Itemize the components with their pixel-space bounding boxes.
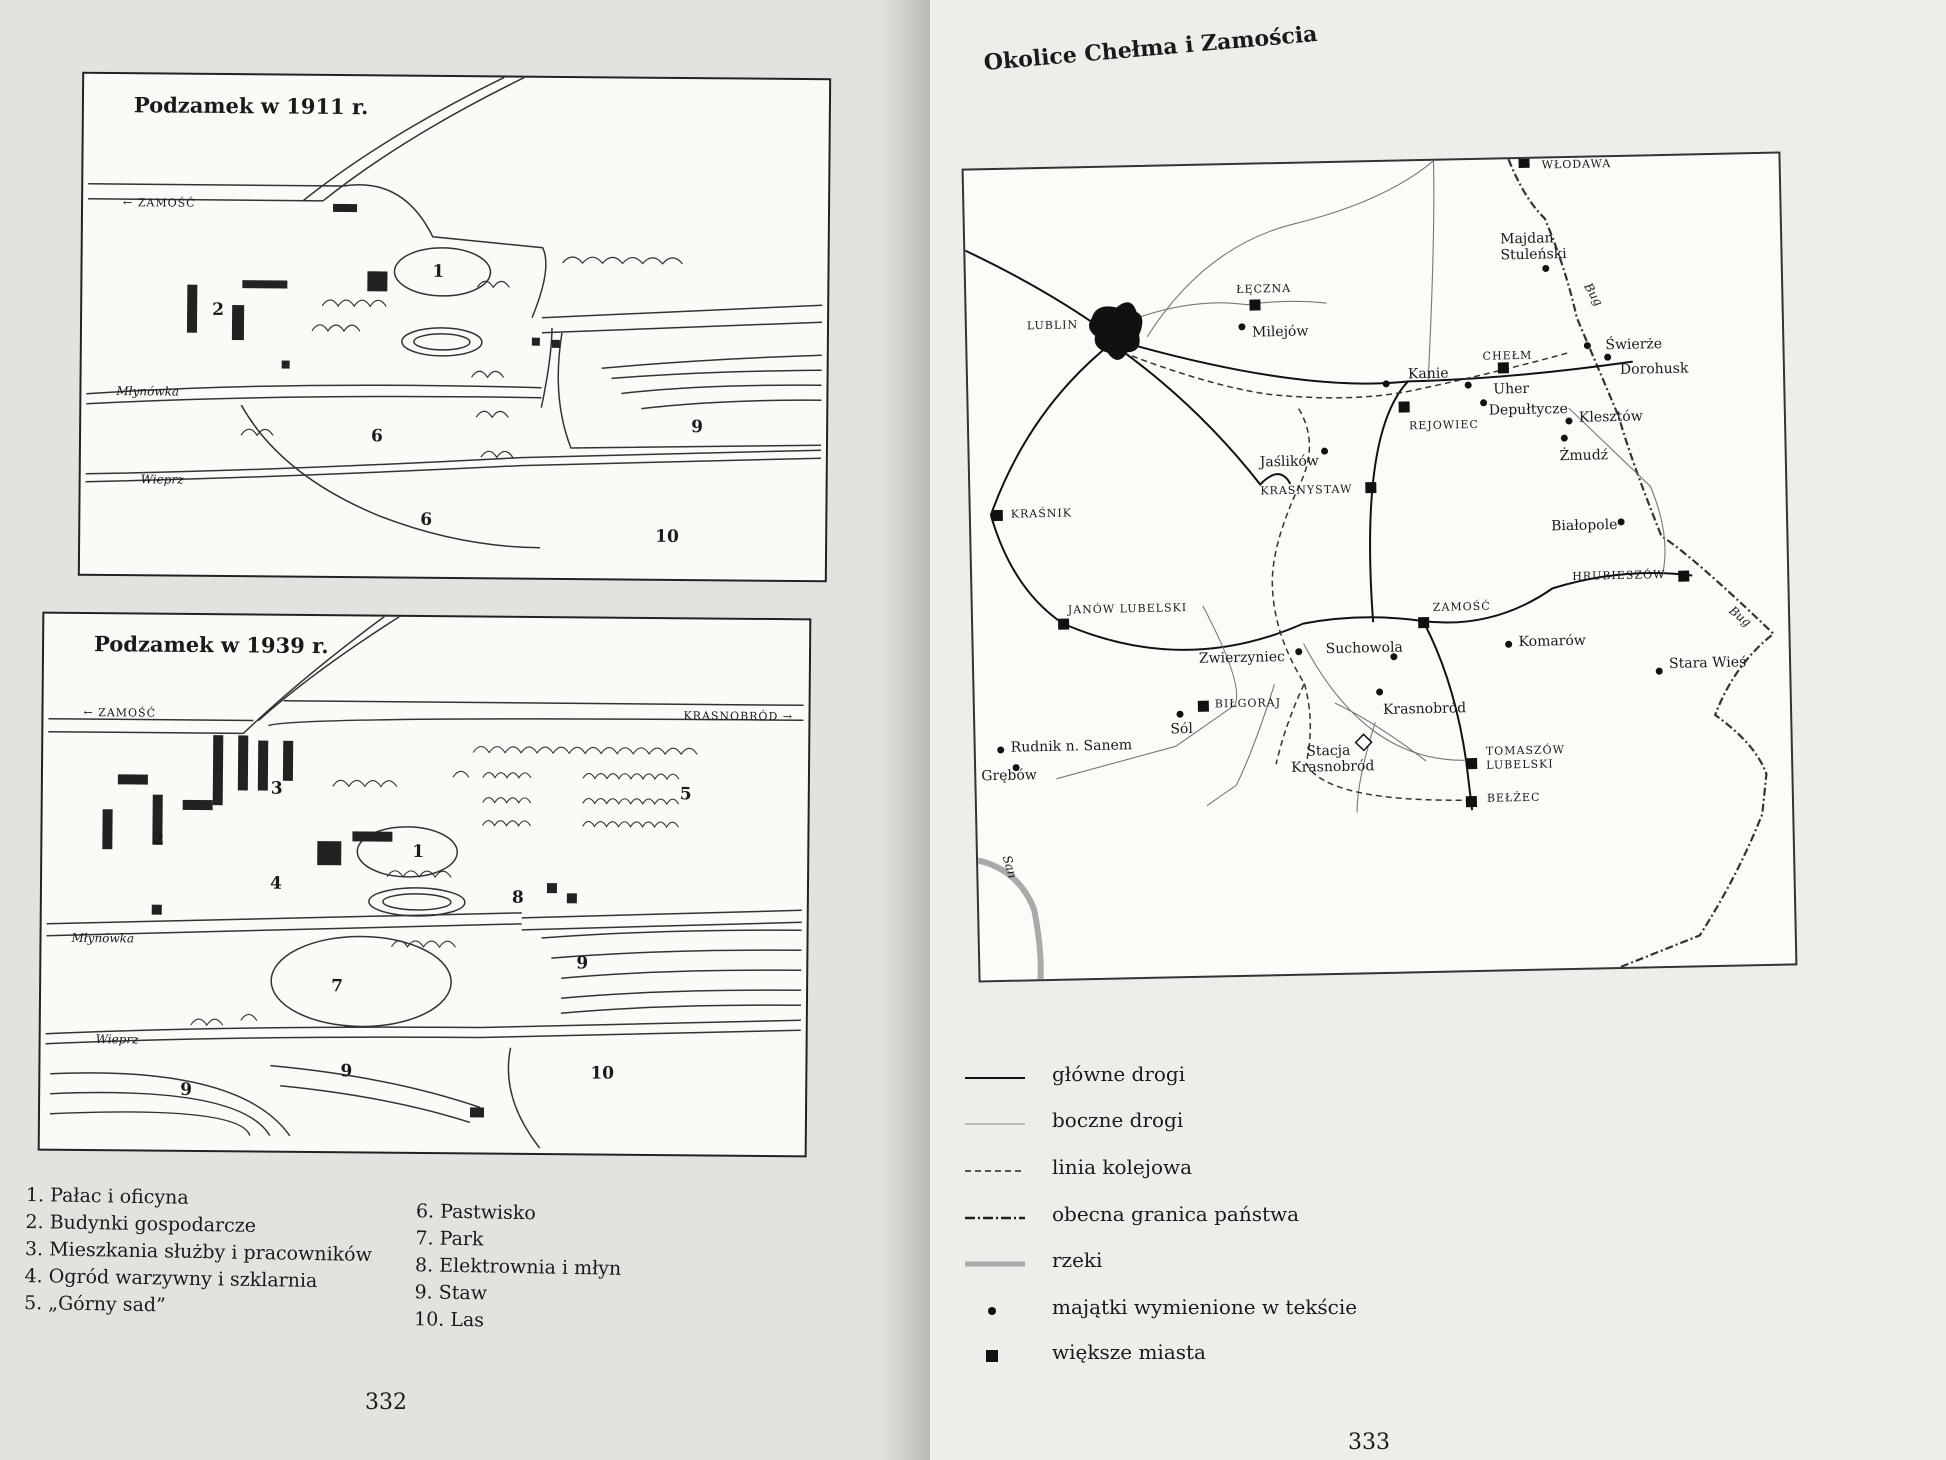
main-road-symbol bbox=[965, 1077, 1025, 1079]
plan-legend-col2: 6. Pastwisko 7. Park 8. Elektrownia i mł… bbox=[414, 1198, 623, 1337]
town-label-krasnik: KRAŚNIK bbox=[1010, 506, 1073, 521]
key-estates: majątki wymienione w tekście bbox=[965, 1295, 1365, 1325]
town-label-tomaszow: TOMASZÓW LUBELSKI bbox=[1485, 743, 1566, 772]
estate-label-krasnobrod: Krasnobród bbox=[1382, 700, 1467, 718]
estate-label-kanie: Kanie bbox=[1407, 365, 1449, 383]
plan-legend-item: 10. Las bbox=[413, 1308, 485, 1332]
plan-legend-col1: 1. Pałac i oficyna 2. Budynki gospodarcz… bbox=[24, 1182, 373, 1323]
plan-1939-number: 9 bbox=[340, 1061, 353, 1082]
estate-label-stara-wies: Stara Wieś bbox=[1668, 654, 1747, 672]
key-label: rzeki bbox=[1052, 1248, 1103, 1272]
key-label: linia kolejowa bbox=[1052, 1155, 1193, 1179]
estate-label-bialopole: Białopole bbox=[1551, 517, 1618, 535]
key-rivers: rzeki bbox=[965, 1248, 1365, 1278]
plan-1911-drawing bbox=[85, 76, 823, 549]
river-symbol bbox=[965, 1261, 1025, 1267]
key-label: większe miasta bbox=[1052, 1340, 1206, 1364]
town-label-rejowiec: REJOWIEC bbox=[1408, 417, 1480, 433]
plan-1939-number: 2 bbox=[152, 829, 165, 850]
key-railway: linia kolejowa bbox=[965, 1155, 1365, 1185]
region-map: WŁODAWA ŁĘCZNA LUBLIN CHEŁM REJOWIEC KRA… bbox=[961, 151, 1798, 983]
key-label: główne drogi bbox=[1052, 1062, 1186, 1086]
town-label-wlodawa: WŁODAWA bbox=[1541, 157, 1612, 172]
town-label-lublin: LUBLIN bbox=[1026, 318, 1079, 333]
plan-legend-item: 6. Pastwisko bbox=[415, 1200, 536, 1225]
left-page-number: 332 bbox=[365, 1390, 407, 1415]
plan-1939-number: 10 bbox=[590, 1063, 615, 1084]
left-page: Podzamek w 1911 r. ← ZAMOŚĆ Młynówka Wie… bbox=[0, 0, 930, 1460]
plan-1939-wieprz-label: Wieprz bbox=[95, 1032, 139, 1047]
plan-legend-item: 5. „Górny sad” bbox=[23, 1291, 166, 1317]
key-label: obecna granica państwa bbox=[1052, 1202, 1300, 1226]
border-symbol bbox=[965, 1216, 1025, 1220]
town-label-leczna: ŁĘCZNA bbox=[1236, 281, 1292, 296]
plan-1911-number: 2 bbox=[212, 299, 225, 320]
plan-1911-wieprz-label: Wieprz bbox=[140, 472, 184, 487]
town-label-krasnystaw: KRASNYSTAW bbox=[1260, 482, 1353, 498]
estate-label-zwierzyniec: Zwierzyniec bbox=[1198, 649, 1286, 667]
key-side-roads: boczne drogi bbox=[965, 1108, 1365, 1138]
plan-legend-item: 8. Elektrownia i młyn bbox=[414, 1254, 622, 1280]
railway-symbol bbox=[965, 1170, 1025, 1172]
estate-label-depultycze: Depułtycze bbox=[1488, 401, 1568, 419]
estate-label-milejow: Milejów bbox=[1251, 323, 1309, 341]
plan-1939-number: 8 bbox=[511, 887, 524, 908]
plan-1911-number: 9 bbox=[691, 417, 704, 438]
estate-label-majdan: Majdan Stuleński bbox=[1499, 230, 1567, 264]
plan-1911-mlynowka-label: Młynówka bbox=[116, 384, 180, 399]
region-map-drawing bbox=[964, 156, 1776, 980]
plan-legend-item: 9. Staw bbox=[414, 1281, 488, 1305]
town-label-zamosc: ZAMOŚĆ bbox=[1432, 599, 1491, 614]
right-page-number: 333 bbox=[1348, 1430, 1390, 1455]
key-cities: większe miasta bbox=[965, 1340, 1365, 1370]
plan-1911-zamosc-label: ← ZAMOŚĆ bbox=[123, 196, 196, 210]
plan-1939-mlynowka-label: Młynówka bbox=[71, 930, 135, 946]
key-label: majątki wymienione w tekście bbox=[1052, 1295, 1358, 1319]
plan-legend-item: 7. Park bbox=[415, 1227, 484, 1251]
town-label-belzec: BEŁŻEC bbox=[1486, 790, 1541, 805]
map-key: główne drogi boczne drogi linia kolejowa… bbox=[965, 1060, 1365, 1380]
plan-1911-number: 1 bbox=[432, 261, 445, 282]
plan-1939-number: 7 bbox=[331, 976, 344, 997]
estate-label-rudnik: Rudnik n. Sanem bbox=[1010, 737, 1133, 756]
estate-label-stacja: Stacja Krasnobród bbox=[1291, 742, 1375, 776]
plan-1939-number: 1 bbox=[412, 841, 425, 862]
key-main-roads: główne drogi bbox=[965, 1062, 1365, 1092]
plan-1911-number: 6 bbox=[370, 426, 383, 447]
town-label-hrubieszow: HRUBIESZÓW bbox=[1572, 568, 1666, 583]
estate-label-suchowola: Suchowola bbox=[1325, 639, 1403, 658]
plan-1939: Podzamek w 1939 r. ← ZAMOŚĆ KRASNOBRÓD →… bbox=[37, 611, 812, 1158]
plan-1939-number: 5 bbox=[679, 784, 692, 805]
town-label-janow: JANÓW LUBELSKI bbox=[1067, 601, 1188, 617]
plan-1939-number: 3 bbox=[270, 778, 283, 799]
side-road-symbol bbox=[965, 1123, 1025, 1125]
estate-dot-symbol bbox=[988, 1307, 996, 1315]
estate-label-grebow: Grębów bbox=[981, 767, 1037, 785]
plan-1939-drawing bbox=[45, 616, 804, 1149]
plan-1939-number: 9 bbox=[180, 1079, 193, 1100]
estate-label-uher: Uher bbox=[1493, 380, 1530, 398]
plan-1911: Podzamek w 1911 r. ← ZAMOŚĆ Młynówka Wie… bbox=[77, 71, 832, 583]
estate-label-swierze: Świerże bbox=[1605, 336, 1663, 354]
key-border: obecna granica państwa bbox=[965, 1202, 1365, 1232]
estate-label-zmudz: Żmudź bbox=[1559, 447, 1609, 465]
estate-label-dorohusk: Dorohusk bbox=[1619, 360, 1689, 378]
plan-1939-krasnobrod-label: KRASNOBRÓD → bbox=[683, 709, 794, 724]
plan-1939-title: Podzamek w 1939 r. bbox=[93, 631, 329, 659]
plan-1939-number: 4 bbox=[269, 873, 282, 894]
town-label-bilgoraj: BIŁGORAJ bbox=[1214, 696, 1282, 711]
plan-1911-number: 6 bbox=[420, 509, 433, 530]
city-square-symbol bbox=[986, 1350, 998, 1362]
estate-label-klesztow: Klesztów bbox=[1578, 408, 1643, 426]
plan-1939-number: 9 bbox=[576, 953, 589, 974]
estate-label-komarow: Komarów bbox=[1518, 632, 1587, 651]
estate-label-sol: Sól bbox=[1170, 720, 1194, 738]
plan-1911-title: Podzamek w 1911 r. bbox=[133, 92, 369, 120]
plan-1911-number: 10 bbox=[655, 526, 679, 547]
town-label-chelm: CHEŁM bbox=[1482, 348, 1533, 363]
key-label: boczne drogi bbox=[1052, 1108, 1184, 1132]
plan-1939-zamosc-label: ← ZAMOŚĆ bbox=[83, 706, 157, 720]
estate-label-jaslikow: Jaślików bbox=[1259, 453, 1319, 471]
